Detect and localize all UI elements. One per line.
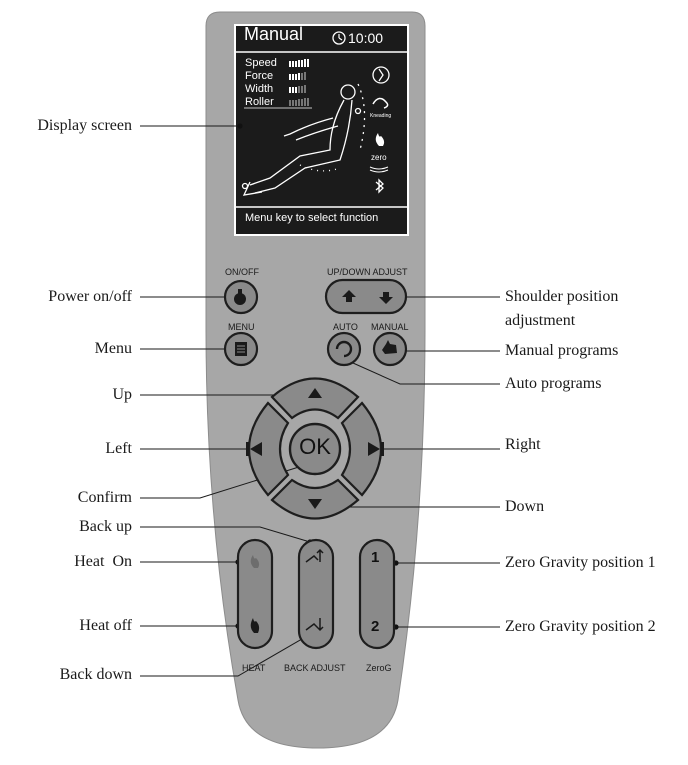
roller-level-bars xyxy=(289,98,309,106)
right-arrow-icon xyxy=(368,442,380,456)
callout-back-up: Back up xyxy=(79,518,132,535)
zerog-2-label: 2 xyxy=(371,618,380,635)
reclining-user-illustration xyxy=(241,83,366,196)
up-button[interactable] xyxy=(270,377,360,420)
shoulder-adjust-buttons[interactable] xyxy=(324,278,408,315)
callout-left: Left xyxy=(105,440,132,457)
on-off-label: ON/OFF xyxy=(225,267,259,277)
callout-zero-gravity-1: Zero Gravity position 1 xyxy=(505,554,656,571)
hand-icon xyxy=(382,340,397,354)
zerog-buttons[interactable] xyxy=(358,538,396,650)
screen-zero-label: zero xyxy=(371,153,387,162)
menu-icon xyxy=(235,342,247,356)
direction-pad xyxy=(246,377,384,520)
up-down-adjust-label: UP/DOWN ADJUST xyxy=(327,267,408,277)
kneading-icon xyxy=(372,97,389,109)
heat-buttons[interactable] xyxy=(236,538,274,650)
callout-back-down: Back down xyxy=(59,666,132,683)
auto-label: AUTO xyxy=(333,322,358,332)
screen-param-speed: Speed xyxy=(245,57,277,69)
callout-right: Right xyxy=(505,436,541,453)
screen-param-width: Width xyxy=(245,83,274,95)
manual-label: MANUAL xyxy=(371,322,409,332)
menu-button[interactable] xyxy=(223,331,259,367)
zerog-1-label: 1 xyxy=(371,549,380,566)
heat-off-flame-icon xyxy=(250,618,260,633)
callout-lines-left xyxy=(140,123,317,677)
callout-zero-gravity-2: Zero Gravity position 2 xyxy=(505,618,656,635)
callout-auto-programs: Auto programs xyxy=(505,375,602,392)
heat-label: HEAT xyxy=(242,663,266,673)
back-adjust-label: BACK ADJUST xyxy=(284,663,346,673)
callout-confirm: Confirm xyxy=(77,489,132,506)
left-button[interactable] xyxy=(248,401,290,497)
right-button[interactable] xyxy=(340,401,382,497)
speed-level-bars xyxy=(289,59,309,67)
back-up-icon xyxy=(305,548,324,563)
left-arrow-icon xyxy=(250,442,262,456)
heat-flame-icon xyxy=(375,133,385,146)
screen-footer: Menu key to select function xyxy=(245,212,379,224)
auto-cycle-icon xyxy=(335,340,353,358)
arrow-up-icon xyxy=(342,290,356,302)
zero-gravity-icon xyxy=(369,166,389,173)
callout-shoulder-line2: adjustment xyxy=(505,312,576,329)
down-arrow-icon xyxy=(308,499,322,509)
menu-label: MENU xyxy=(228,322,255,332)
arrow-down-icon xyxy=(379,292,393,304)
auto-button[interactable] xyxy=(326,331,362,367)
screen-param-force: Force xyxy=(245,70,274,82)
screen-param-roller: Roller xyxy=(245,96,274,108)
back-massage-icon xyxy=(372,66,390,84)
right-skip-bar-icon xyxy=(381,442,384,456)
display-screen xyxy=(234,24,409,236)
width-level-bars xyxy=(289,85,306,93)
bluetooth-icon xyxy=(375,178,384,194)
up-arrow-icon xyxy=(308,388,322,398)
heat-on-flame-icon xyxy=(250,555,260,568)
manual-button[interactable] xyxy=(372,331,408,367)
callout-manual-programs: Manual programs xyxy=(505,342,619,359)
callout-power: Power on/off xyxy=(48,288,132,305)
ok-label: OK xyxy=(299,434,331,459)
power-icon xyxy=(234,293,246,305)
zerog-label: ZeroG xyxy=(366,663,392,673)
power-button[interactable] xyxy=(223,279,259,315)
callout-up: Up xyxy=(112,386,132,403)
callout-heat-on: Heat On xyxy=(74,553,132,570)
callout-display-screen: Display screen xyxy=(37,117,132,134)
force-level-bars xyxy=(289,72,306,80)
callout-shoulder-line1: Shoulder position xyxy=(505,288,619,305)
screen-time: 10:00 xyxy=(348,30,384,46)
back-down-icon xyxy=(305,618,324,632)
back-adjust-buttons[interactable] xyxy=(297,538,335,650)
left-skip-bar-icon xyxy=(246,442,249,456)
screen-mode-title: Manual xyxy=(244,24,304,44)
callout-down: Down xyxy=(505,498,545,515)
callout-menu: Menu xyxy=(94,340,132,357)
screen-kneading-label: Kneading xyxy=(370,113,392,119)
callout-heat-off: Heat off xyxy=(79,617,132,634)
ok-button[interactable] xyxy=(288,422,342,476)
clock-icon xyxy=(332,31,346,45)
